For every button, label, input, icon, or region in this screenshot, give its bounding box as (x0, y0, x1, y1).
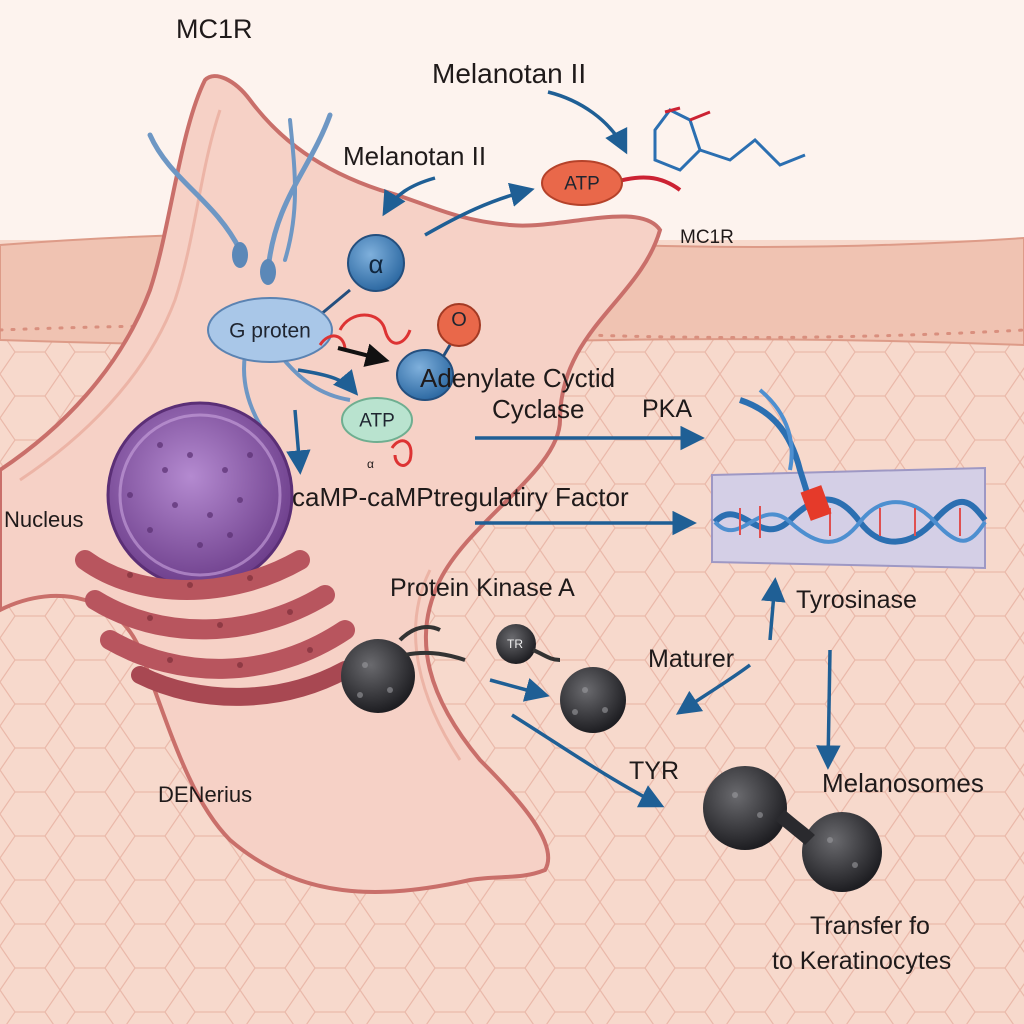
arrow-maturer-to-melanosome (675, 663, 752, 715)
golgi-stack (75, 550, 310, 600)
tyrosinase-marker (800, 485, 832, 521)
o-molecule (437, 303, 481, 347)
tr-label: TR (507, 637, 523, 651)
melanosome (560, 667, 626, 733)
dna-membrane-panel (711, 466, 986, 570)
arrow-alpha-to-atp (424, 182, 535, 237)
transfer-label-line2: to Keratinocytes (772, 947, 952, 975)
atp-cell-shape (341, 397, 413, 443)
arrow-melanotan-to-atp (547, 90, 628, 155)
atp-top-shape (541, 160, 623, 206)
arrow-to-melanosome-pair (511, 713, 665, 808)
cyclase-label: Cyclase (492, 394, 585, 424)
camp-label: caMP-caMPtregulatiry Factor (292, 482, 629, 512)
alpha-subunit (347, 234, 405, 292)
adenylate-cyclase-shape (396, 349, 454, 401)
g-protein-label: G proten (229, 319, 311, 343)
melanosome (496, 624, 536, 664)
maturer-label: Maturer (648, 645, 735, 673)
g-protein-shape (207, 297, 333, 363)
mc1r-right-label: MC1R (680, 227, 734, 248)
o-label: O (451, 309, 467, 331)
mc1r-title: MC1R (176, 14, 253, 44)
atp-top-label: ATP (564, 173, 600, 195)
melanosomes-label: Melanosomes (822, 768, 984, 798)
melanosome-pair (703, 766, 787, 850)
tyr-label: TYR (629, 757, 679, 785)
protein-kinase-label: Protein Kinase A (390, 574, 575, 602)
atp-cell-label: ATP (359, 410, 395, 432)
nucleus-shape (106, 401, 294, 589)
alpha-label: α (368, 249, 384, 279)
arrow-to-camp (286, 409, 311, 475)
denerius-label: DENerius (158, 782, 253, 807)
g-protein-activation-arrow (337, 343, 390, 367)
tyrosinase-label: Tyrosinase (796, 586, 917, 614)
small-alpha-label: α (367, 457, 374, 471)
nucleus-label: Nucleus (4, 507, 84, 532)
melanosome (341, 639, 415, 713)
pka-label: PKA (642, 395, 693, 423)
melanotan-top-label: Melanotan II (432, 58, 587, 89)
transfer-label-line1: Transfer fo (810, 912, 930, 940)
arrow-tyrosinase-to-melanosomes (816, 649, 841, 770)
arrow-melanotan-to-alpha (382, 176, 436, 217)
sky-background (0, 0, 1024, 240)
arrow-maturer-to-tyrosinase (761, 577, 786, 641)
adenylate-label: Adenylate Cyctid (420, 363, 616, 393)
melanotan-mid-label: Melanotan II (343, 141, 487, 171)
receptor-strand (147, 132, 243, 253)
